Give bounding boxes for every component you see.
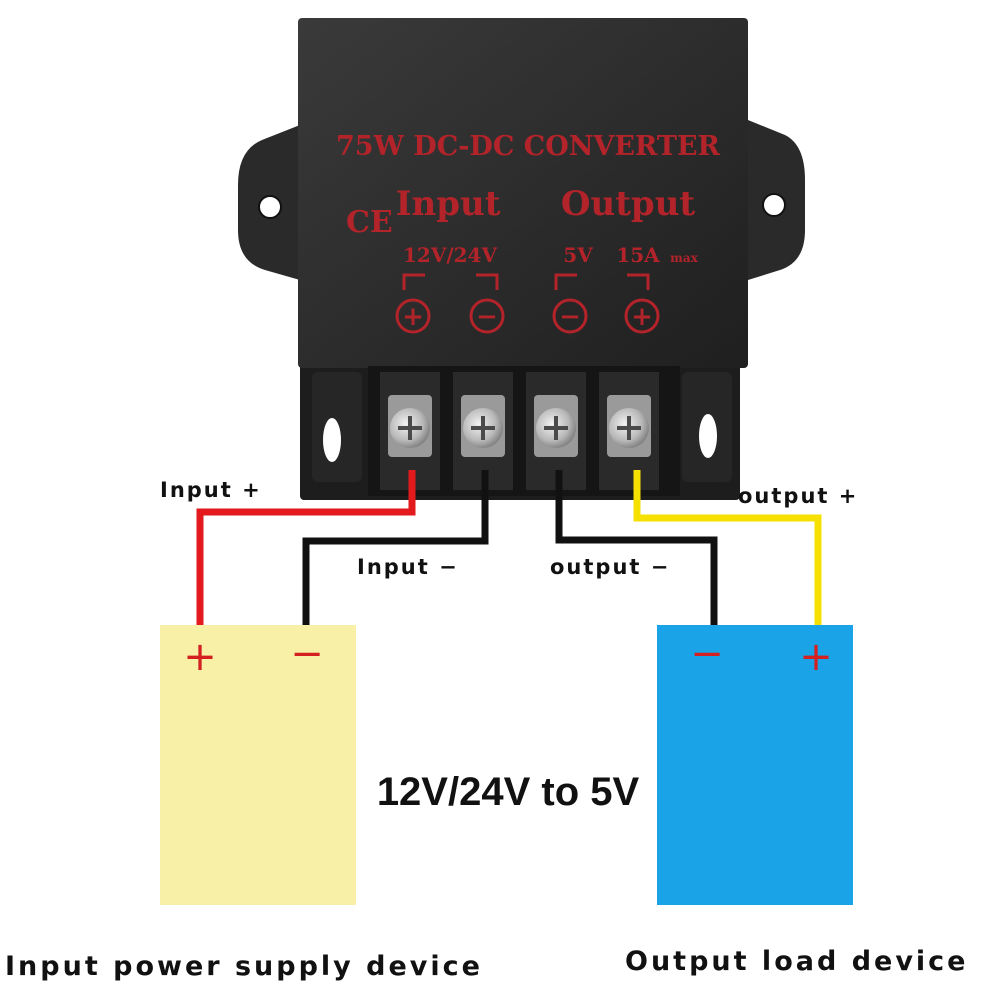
wire-input-negative bbox=[302, 470, 489, 628]
input-heading: Input bbox=[396, 184, 501, 224]
output-heading: Output bbox=[561, 184, 696, 224]
input-device-plus-symbol: + bbox=[183, 634, 217, 680]
terminal-symbol-input-minus: − bbox=[469, 298, 505, 334]
wire-input-positive bbox=[196, 470, 416, 628]
screw-terminal-output-plus[interactable] bbox=[607, 395, 651, 457]
output-voltage-rating: 5V bbox=[563, 243, 593, 267]
conversion-caption: 12V/24V to 5V bbox=[377, 770, 640, 814]
input-device-name: Input power supply device bbox=[5, 951, 483, 982]
terminal-symbol-input-plus: + bbox=[395, 298, 431, 334]
output-current-suffix: max bbox=[670, 251, 698, 265]
screw-terminal-input-plus[interactable] bbox=[388, 395, 432, 457]
output-device-name: Output load device bbox=[625, 946, 969, 977]
svg-text:CE: CE bbox=[346, 205, 393, 240]
terminal-symbol-output-minus: − bbox=[552, 298, 588, 334]
svg-text:+: + bbox=[402, 302, 424, 332]
converter-housing bbox=[298, 18, 748, 368]
output-current-rating: 15A bbox=[616, 243, 660, 267]
mounting-ear-right bbox=[748, 120, 805, 280]
wire-label-output-plus: output + bbox=[738, 484, 858, 508]
output-load-box bbox=[657, 625, 853, 905]
input-voltage-rating: 12V/24V bbox=[403, 243, 497, 267]
ce-mark-icon: CE bbox=[346, 205, 393, 240]
wire-label-output-minus: output − bbox=[550, 555, 670, 579]
wire-label-input-minus: Input − bbox=[357, 555, 459, 579]
input-device-minus-symbol: − bbox=[290, 631, 324, 677]
output-device-plus-symbol: + bbox=[799, 634, 833, 680]
wire-label-input-plus: Input + bbox=[160, 478, 262, 502]
output-device-minus-symbol: − bbox=[690, 631, 724, 677]
wire-output-positive bbox=[633, 470, 822, 628]
mounting-ear-left bbox=[238, 125, 300, 280]
input-power-supply-box bbox=[160, 625, 356, 905]
svg-text:−: − bbox=[476, 302, 498, 332]
screw-terminal-output-minus[interactable] bbox=[534, 395, 578, 457]
svg-text:+: + bbox=[631, 302, 653, 332]
converter-title: 75W DC-DC CONVERTER bbox=[336, 131, 721, 162]
terminal-brackets bbox=[402, 273, 650, 290]
terminal-symbol-output-plus: + bbox=[624, 298, 660, 334]
svg-text:−: − bbox=[559, 302, 581, 332]
wire-output-negative bbox=[555, 470, 718, 628]
screw-terminal-input-minus[interactable] bbox=[461, 395, 505, 457]
